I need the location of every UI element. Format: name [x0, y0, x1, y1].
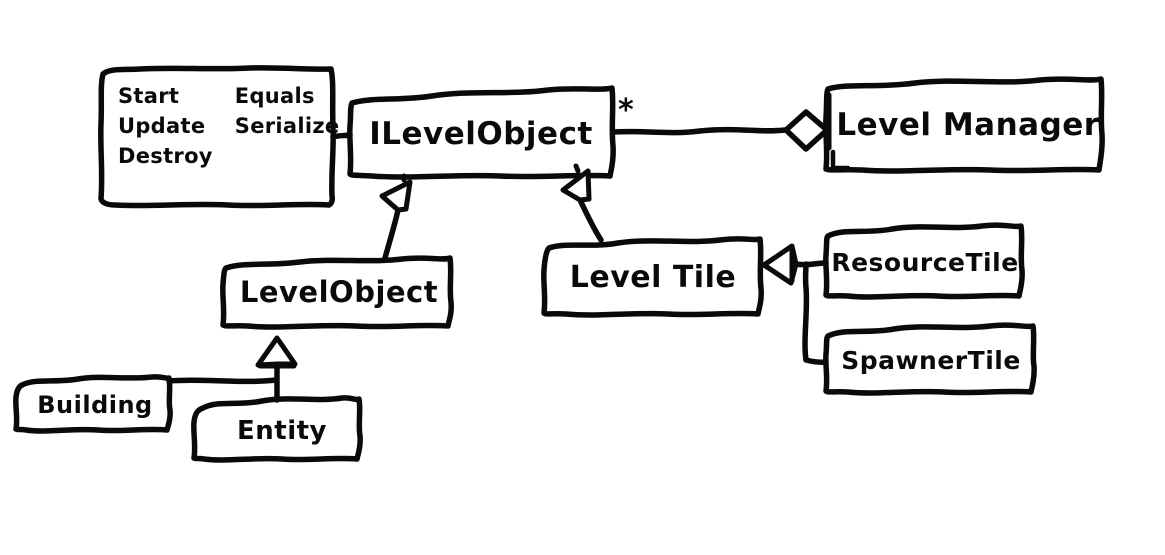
method-equals: Equals — [234, 84, 315, 108]
generalization-resourcetile-leveltile — [761, 243, 829, 286]
generalization-building-levelobject — [166, 377, 279, 385]
methods-spacer — [235, 144, 340, 168]
building-box — [13, 374, 173, 434]
generalization-leveltile-ilevelobject — [560, 163, 604, 243]
spawnertile-box — [823, 322, 1037, 396]
generalization-entity-levelobject — [255, 335, 298, 403]
method-start: Start — [118, 84, 180, 108]
method-serialize: Serialize — [234, 114, 340, 138]
levelmanager-box — [823, 76, 1105, 174]
generalization-levelobject-ilevelobject — [379, 173, 413, 261]
methods-note-box — [98, 65, 336, 209]
generalization-spawnertile-leveltile — [802, 261, 829, 365]
leveltile-box — [541, 236, 764, 318]
methods-note-text: Start Equals Update Serialize Destroy — [118, 84, 339, 168]
multiplicity-star: * — [618, 93, 634, 128]
aggregation-link — [610, 109, 830, 152]
resourcetile-box — [823, 222, 1025, 300]
method-update: Update — [118, 114, 206, 138]
levelobject-box — [220, 255, 454, 330]
ilevelobject-box — [347, 85, 616, 180]
entity-box — [191, 395, 363, 463]
method-destroy: Destroy — [118, 144, 213, 168]
